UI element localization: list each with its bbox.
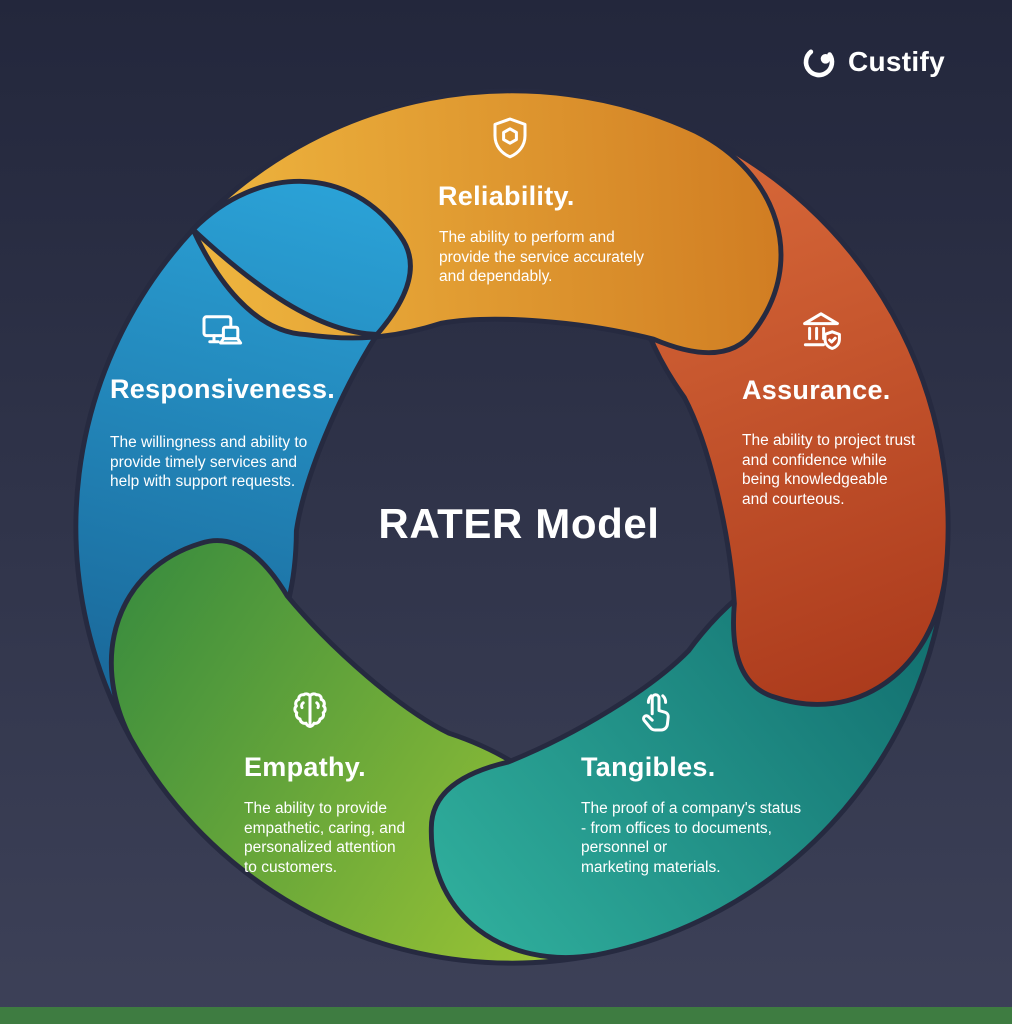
brand-logo: Custify: [799, 42, 945, 82]
segment-description-tangibles: The proof of a company's status - from o…: [581, 800, 802, 876]
segment-title-responsiveness: Responsiveness.: [110, 374, 336, 404]
segment-responsiveness-tail-shape: [190, 178, 413, 337]
brand-name: Custify: [848, 46, 945, 77]
segment-title-empathy: Empathy.: [244, 752, 366, 782]
bank-shield-icon: [797, 306, 845, 354]
segment-description-assurance: The ability to project trust and confide…: [742, 432, 916, 508]
segment-description-reliability: The ability to perform and provide the s…: [439, 229, 645, 285]
tap-hand-icon: [631, 688, 679, 736]
diagram-title: RATER Model: [378, 500, 660, 547]
segment-title-reliability: Reliability.: [438, 181, 575, 211]
brain-icon: [286, 688, 334, 736]
segment-title-tangibles: Tangibles.: [581, 752, 716, 782]
segment-description-responsiveness: The willingness and ability to provide t…: [110, 434, 308, 490]
shield-icon: [486, 114, 534, 162]
segment-description-empathy: The ability to provide empathetic, carin…: [244, 800, 406, 876]
custify-logo-icon: [803, 46, 835, 78]
devices-icon: [198, 308, 246, 356]
segment-title-assurance: Assurance.: [742, 375, 891, 405]
footer-green-bar: [0, 1007, 1012, 1024]
